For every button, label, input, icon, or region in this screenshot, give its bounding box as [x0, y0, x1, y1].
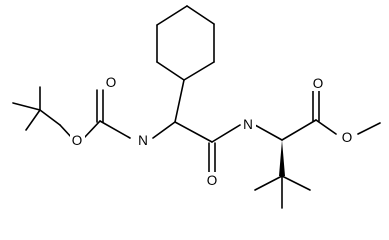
cyclohexyl-ring	[156, 5, 215, 81]
boc-carbamate-bonds	[59, 89, 176, 139]
chemical-structure: O O N O N O O	[12, 5, 381, 209]
atom-o2: O	[72, 133, 83, 148]
atom-n1: N	[138, 133, 148, 148]
atom-o1: O	[106, 75, 117, 90]
tert-leucine-bonds	[254, 87, 381, 209]
wedge-bond	[279, 140, 285, 176]
atom-o3: O	[207, 173, 218, 188]
atom-labels: O O N O N O O	[70, 74, 355, 188]
atom-n2: N	[243, 117, 253, 132]
backbone-bonds	[174, 79, 283, 176]
atom-o5: O	[342, 130, 353, 145]
atom-o4: O	[313, 76, 324, 91]
boc-tert-butyl	[12, 86, 61, 131]
